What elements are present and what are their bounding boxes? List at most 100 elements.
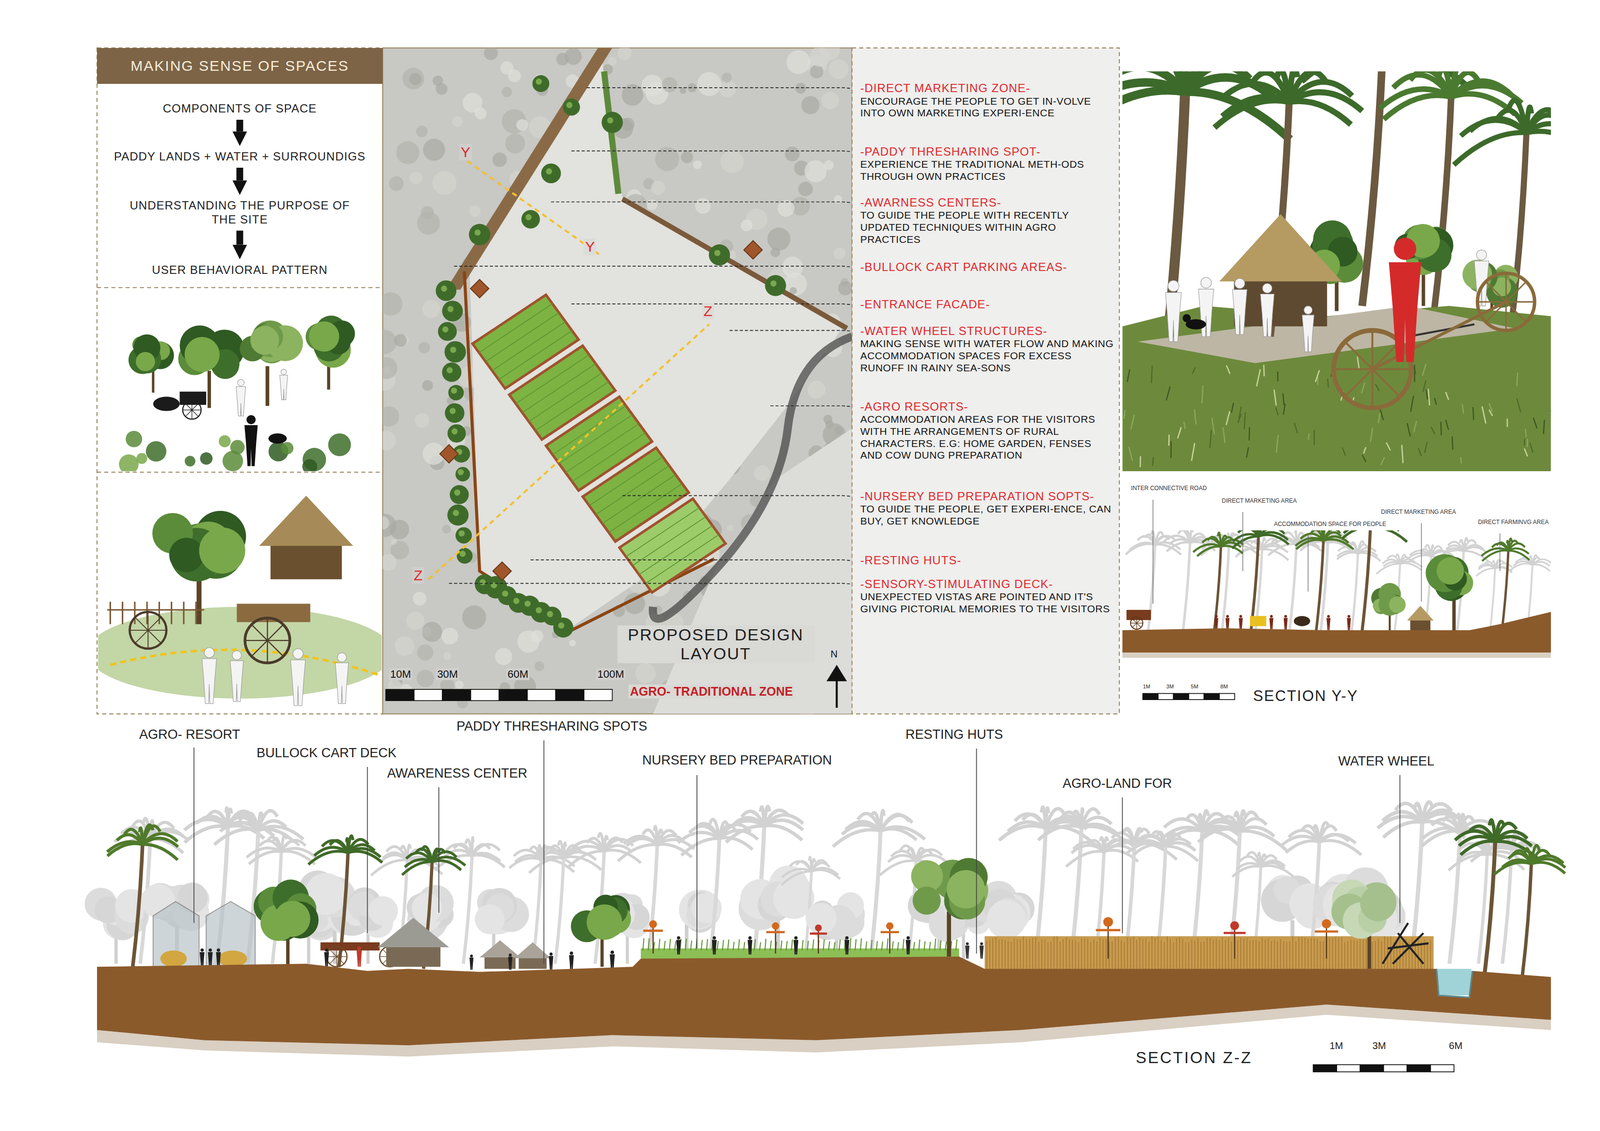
palm-frond [1260,866,1294,878]
seedling [669,938,671,951]
crop-stalk [1010,942,1012,970]
scale-value: 6M [1449,1040,1463,1052]
glass-pavilion [206,902,256,968]
section-note: DIRECT MARKETING AREA [1220,498,1298,505]
plan-tree-highlight [524,600,532,608]
leader-line [622,495,852,497]
palm-frond [1236,863,1261,870]
crop-stalk [1316,939,1318,970]
bush [302,459,318,472]
plan-tree [435,280,457,302]
wheel-spoke [267,640,284,657]
seedling [828,941,830,952]
grass-tuft [1362,454,1367,463]
seedling [934,938,936,952]
aerial-tree [500,61,514,75]
crop-stalk [1328,937,1330,970]
hut-roof [479,940,521,958]
palm-frond [1395,554,1401,565]
crop-stalk [998,939,1000,970]
person-head [965,942,969,946]
crop-stalk [1377,939,1379,970]
crop-stalk [1029,939,1031,970]
process-step: UNDERSTANDING THE PURPOSE OF THE SITE [117,197,363,228]
plan-tree-highlight [535,78,543,85]
grass-tuft [1517,398,1521,413]
crop-stalk [1053,937,1055,970]
palm-frond [267,837,282,853]
ox-silhouette [153,396,180,411]
aerial-tree [442,525,452,534]
field-furrow [515,355,589,405]
grass-tuft [1183,421,1185,430]
palm-frond [617,844,658,862]
zone-heading: -ENTRANCE FACADE- [860,297,1116,312]
aerial-tree [474,107,487,120]
scale-bar-segment [1336,1065,1360,1073]
scale-value: 3M [1166,683,1174,691]
crop-stalk [1252,940,1254,970]
wheel-spoke [1136,618,1142,624]
scale-bar-segment [1313,1065,1337,1073]
aerial-tree [795,82,807,94]
crop-stalk [1332,937,1334,970]
crop-stalk [1353,940,1355,970]
crop-stalk [1271,941,1273,970]
aerial-tree [784,146,800,162]
palm-frond [1258,534,1289,545]
seedling [738,939,740,952]
crop-stalk [1246,937,1248,970]
seedling [701,940,703,952]
person-body [1346,618,1351,631]
aerial-tree [418,341,431,354]
person-body [1283,618,1288,631]
panel-divider [96,471,383,473]
palm-frond [1280,836,1320,847]
palm-frond [1448,541,1464,551]
palm-frond [1454,132,1527,165]
bush [328,433,352,457]
wheel-spoke [182,409,193,411]
palm-frond [329,840,348,854]
aerial-tree [801,96,820,114]
crop-stalk [1335,937,1337,970]
wheel-spoke [129,630,148,631]
section-marker: Z [702,303,714,321]
plan-tree [441,362,462,383]
crop-stalk [1283,941,1285,970]
plan-tree-highlight [442,326,449,333]
seedling [780,940,782,951]
aerial-tree [754,465,771,482]
grass-tuft [1378,413,1380,424]
grass-tuft [1177,427,1181,439]
palm-frond [1508,550,1530,561]
fence-post [109,601,112,625]
fence-post [121,601,124,625]
scale-bar-segment [499,689,528,701]
palm-frond [1370,530,1399,532]
wheel-spoke [147,630,149,649]
crop-stalk [1292,936,1294,970]
plan-tree-highlight [449,407,456,415]
tree-canopy [1360,886,1397,922]
palm-frond [1468,826,1496,842]
seedling [855,939,857,951]
wheel-spoke [1136,623,1137,630]
section-title: SECTION Y-Y [1253,687,1359,706]
aerial-tree [828,59,849,80]
grass-tuft [1413,364,1416,383]
crop-stalk [995,937,997,970]
seedling [945,941,947,951]
aerial-tree [396,141,420,164]
leader-line [1121,797,1123,934]
perspective-view [1122,71,1552,472]
field-furrow [626,507,700,557]
crop-stalk [1151,936,1153,970]
crop-stalk [1102,939,1104,970]
wheel-spoke [134,630,148,644]
palm-frond [1400,563,1423,571]
plan-tree [563,98,581,116]
crop-stalk [1421,942,1423,970]
aerial-tree [382,516,390,530]
